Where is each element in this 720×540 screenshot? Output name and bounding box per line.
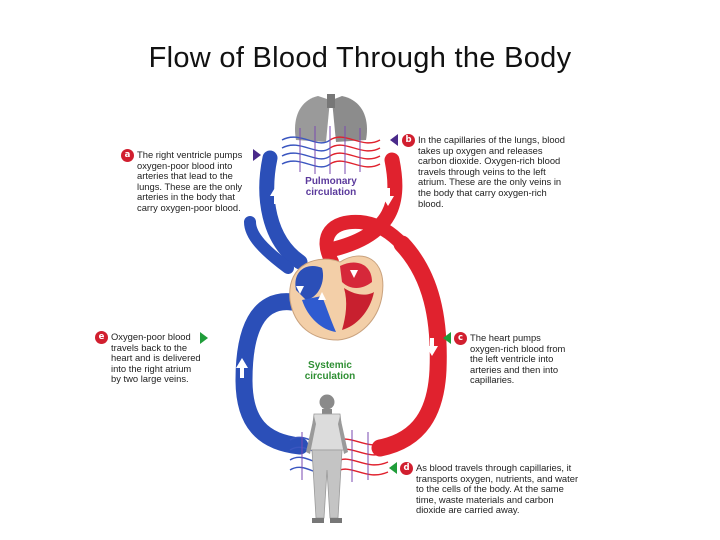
badge-a: a xyxy=(121,149,134,162)
callout-e-text: Oxygen-poor blood travels back to the he… xyxy=(111,331,201,385)
vena-cava xyxy=(235,293,309,455)
page-title: Flow of Blood Through the Body xyxy=(148,42,572,74)
up-arrow-systemic-left xyxy=(236,358,248,378)
callout-c-text: The heart pumps oxygen-rich blood from t… xyxy=(470,332,566,386)
down-arrow-pulmonary-right xyxy=(382,188,394,206)
callout-b: In the capillaries of the lungs, blood t… xyxy=(418,134,568,209)
flow-arrows xyxy=(236,186,438,378)
pulmonary-artery xyxy=(259,150,308,270)
vena-cava-upper xyxy=(244,216,294,274)
lung-capillaries xyxy=(281,126,381,174)
heart-arrow-2 xyxy=(350,270,358,278)
heart xyxy=(289,255,384,341)
systemic-circulation-label: Systemic circulation xyxy=(304,360,356,382)
callout-b-text: In the capillaries of the lungs, blood t… xyxy=(418,134,565,209)
lungs xyxy=(294,94,367,142)
callout-b-pointer xyxy=(390,134,398,146)
callout-e: Oxygen-poor blood travels back to the he… xyxy=(111,331,203,385)
callout-a: The right ventricle pumps oxygen-poor bl… xyxy=(137,149,251,214)
callout-d-pointer xyxy=(389,462,397,474)
badge-b: b xyxy=(402,134,415,147)
badge-c: c xyxy=(454,332,467,345)
callout-d-text: As blood travels through capillaries, it… xyxy=(416,462,579,516)
heart-arrow-3 xyxy=(296,286,304,294)
systemic-artery xyxy=(371,235,447,457)
callout-e-pointer xyxy=(200,332,208,344)
callout-a-pointer xyxy=(253,149,261,161)
heart-arrow-4 xyxy=(318,292,326,300)
callout-c-pointer xyxy=(443,332,451,344)
callout-a-text: The right ventricle pumps oxygen-poor bl… xyxy=(137,149,243,213)
human-figure xyxy=(306,394,348,523)
aorta-arch xyxy=(319,214,409,269)
heart-arrow-1 xyxy=(308,250,316,258)
pulmonary-vein xyxy=(322,152,403,258)
callout-d: As blood travels through capillaries, it… xyxy=(416,462,582,516)
pulmonary-circulation-label: Pulmonary circulation xyxy=(305,176,357,198)
up-arrow-pulmonary-left xyxy=(270,186,282,204)
callout-c: The heart pumps oxygen-rich blood from t… xyxy=(470,332,570,386)
down-arrow-systemic-right xyxy=(426,338,438,356)
badge-d: d xyxy=(400,462,413,475)
badge-e: e xyxy=(95,331,108,344)
